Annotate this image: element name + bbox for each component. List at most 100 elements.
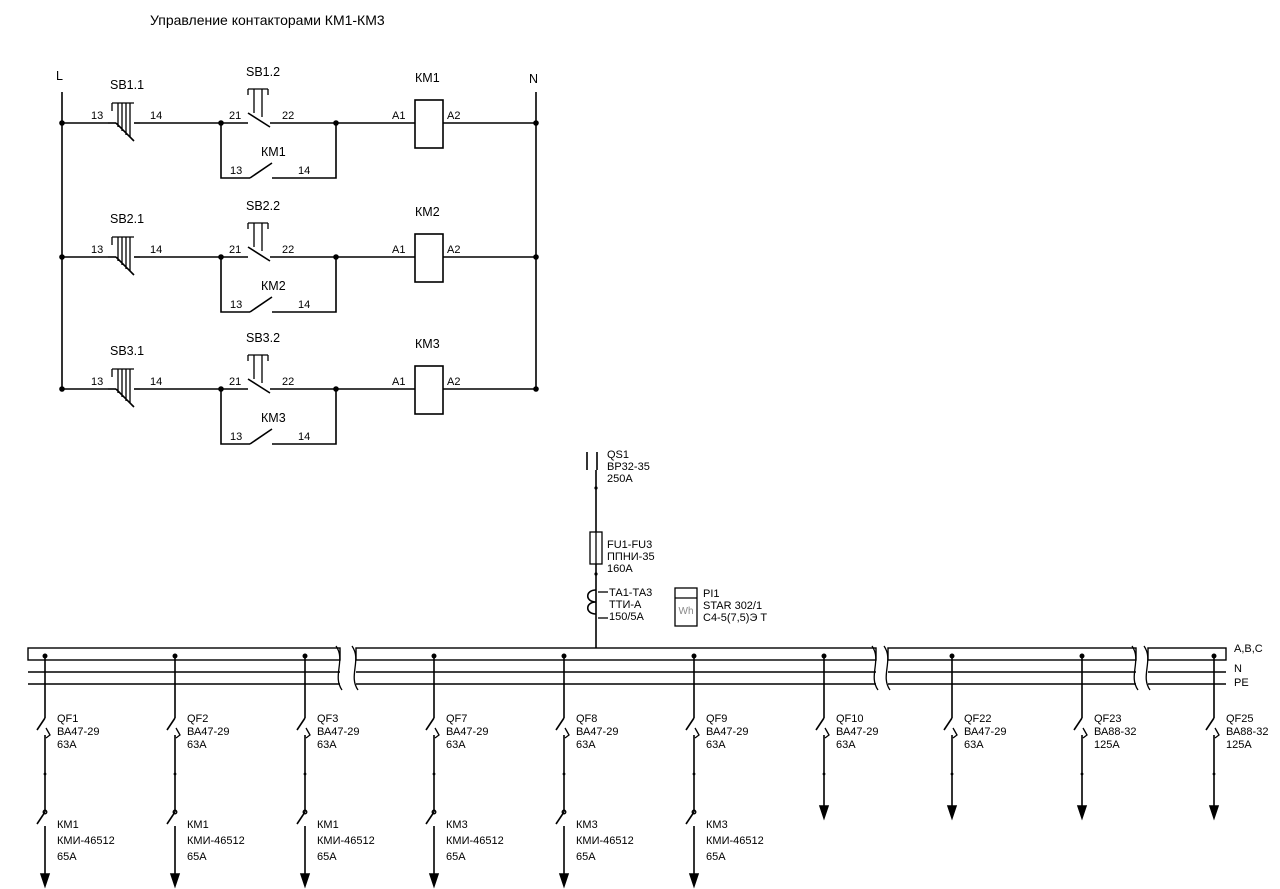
contactor-type: КМИ-46512 xyxy=(576,835,634,847)
contactor-type: КМИ-46512 xyxy=(706,835,764,847)
breaker-symbol xyxy=(943,717,953,731)
breaker-rating: 63А xyxy=(57,739,77,751)
breaker-trip xyxy=(824,727,830,739)
left-rail-label: L xyxy=(56,69,63,83)
wire xyxy=(247,246,271,262)
hold-contact-label: КМ1 xyxy=(261,145,286,159)
switch-label: ВР32-35 xyxy=(607,461,650,473)
terminal-label: 14 xyxy=(298,299,310,311)
busbar-segment xyxy=(27,645,343,691)
hold-contact-label: КМ2 xyxy=(261,279,286,293)
breaker-type: ВА47-29 xyxy=(964,726,1006,738)
junction-dot xyxy=(533,386,539,392)
breaker-rating: 63А xyxy=(187,739,207,751)
contactor-type: КМИ-46512 xyxy=(317,835,375,847)
busbar-segment xyxy=(883,645,1139,691)
terminal-label: 13 xyxy=(230,165,242,177)
wire xyxy=(220,123,250,179)
coil-symbol xyxy=(414,99,444,149)
breaker-symbol xyxy=(815,717,825,731)
coil-label: КМ2 xyxy=(415,205,440,219)
start-button-label: SB3.1 xyxy=(110,344,144,358)
phase-busbar xyxy=(27,647,341,661)
breaker-symbol xyxy=(685,717,695,731)
breaker-trip xyxy=(305,727,311,739)
wire xyxy=(272,123,337,179)
breaker-symbol xyxy=(1073,717,1083,731)
breaker-rating: 63А xyxy=(446,739,466,751)
breaker-trip xyxy=(1214,727,1220,739)
bus-label: N xyxy=(1234,663,1242,675)
wire xyxy=(272,257,337,313)
stop-button-label: SB3.2 xyxy=(246,331,280,345)
actuator xyxy=(253,223,263,251)
busbar-segment xyxy=(351,645,879,691)
actuator xyxy=(117,369,131,403)
ct-label: ТА1-ТА3 xyxy=(609,587,652,599)
fuse-label: ППНИ-35 xyxy=(607,551,655,563)
junction-dot xyxy=(533,120,539,126)
ct-winding xyxy=(586,589,597,615)
contactor-rating: 65А xyxy=(57,851,77,863)
bus-label: A,B,C xyxy=(1234,643,1263,655)
breaker-label: QF9 xyxy=(706,713,727,725)
output-arrow xyxy=(946,805,958,821)
bus-label: PE xyxy=(1234,677,1249,689)
contactor-label: КМ3 xyxy=(446,819,468,831)
output-arrow xyxy=(688,873,700,889)
terminal-label: A2 xyxy=(447,376,460,388)
breaker-label: QF7 xyxy=(446,713,467,725)
breaker-label: QF8 xyxy=(576,713,597,725)
hold-contact-symbol xyxy=(249,162,273,179)
breaker-label: QF23 xyxy=(1094,713,1122,725)
breaker-rating: 63А xyxy=(964,739,984,751)
switch-contact-dot xyxy=(594,486,598,490)
contactor-label: КМ1 xyxy=(187,819,209,831)
wire xyxy=(247,112,271,128)
terminal-label: 21 xyxy=(229,110,241,122)
breaker-symbol xyxy=(555,717,565,731)
breaker-type: ВА88-32 xyxy=(1094,726,1136,738)
start-pushbutton-symbol xyxy=(108,236,140,276)
actuator xyxy=(253,89,263,117)
breaker-trip xyxy=(694,727,700,739)
terminal-label: 22 xyxy=(282,110,294,122)
terminal-label: 13 xyxy=(91,244,103,256)
contactor-contact xyxy=(561,809,567,815)
breaker-rating: 63А xyxy=(576,739,596,751)
breaker-rating: 125А xyxy=(1094,739,1120,751)
breaker-trip xyxy=(1082,727,1088,739)
terminal-label: 13 xyxy=(230,299,242,311)
stop-pushbutton-symbol xyxy=(221,222,336,262)
breaker-symbol xyxy=(36,717,46,731)
breaker-rating: 63А xyxy=(836,739,856,751)
breaker-trip xyxy=(952,727,958,739)
start-button-label: SB1.1 xyxy=(110,78,144,92)
output-arrow xyxy=(1076,805,1088,821)
terminal-label: A1 xyxy=(392,244,405,256)
fuse-label: FU1-FU3 xyxy=(607,539,652,551)
contactor-label: КМ3 xyxy=(706,819,728,831)
breaker-type: ВА47-29 xyxy=(446,726,488,738)
wire xyxy=(247,378,271,394)
contactor-contact xyxy=(302,809,308,815)
fuse-label: 160А xyxy=(607,563,633,575)
breaker-trip xyxy=(434,727,440,739)
phase-busbar xyxy=(887,647,1137,661)
stop-pushbutton-symbol xyxy=(221,88,336,128)
output-arrow xyxy=(818,805,830,821)
bus-break-mark xyxy=(335,645,343,691)
right-rail-label: N xyxy=(529,72,538,86)
